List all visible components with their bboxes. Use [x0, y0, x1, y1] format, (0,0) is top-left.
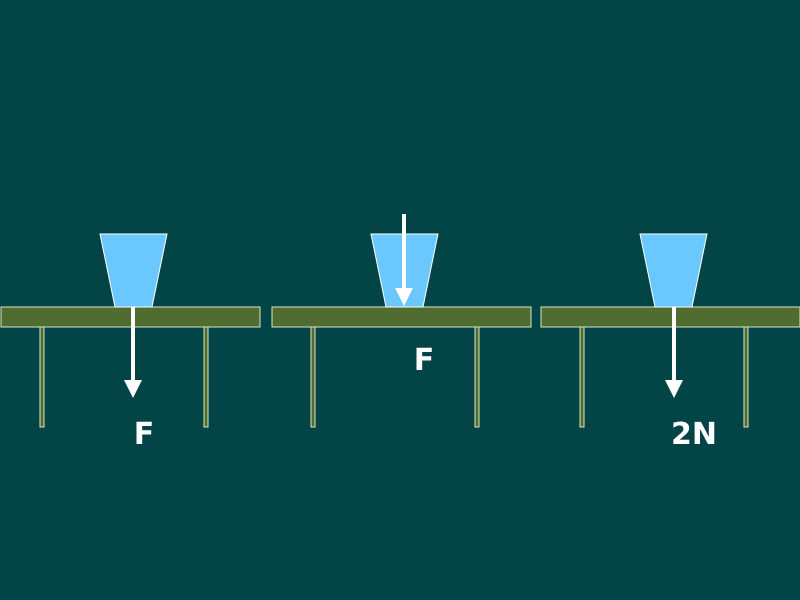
- table-leg-right: [743, 326, 749, 428]
- table-leg-left: [579, 326, 585, 428]
- panel-1: F: [0, 233, 261, 452]
- force-arrow-head: [395, 288, 413, 306]
- force-label: F: [134, 417, 155, 452]
- table-leg-right: [203, 326, 209, 428]
- cup: [99, 233, 168, 308]
- table-top: [271, 306, 532, 328]
- cup: [639, 233, 708, 308]
- table-leg-left: [39, 326, 45, 428]
- table-top: [540, 306, 800, 328]
- force-arrow-head: [124, 380, 142, 398]
- force-label: F: [414, 343, 435, 378]
- force-arrow-head: [665, 380, 683, 398]
- table-leg-right: [474, 326, 480, 428]
- panel-3: 2N: [540, 233, 800, 452]
- force-label: 2N: [671, 417, 717, 452]
- panel-2: F: [271, 214, 532, 428]
- table-top: [0, 306, 261, 328]
- table-leg-left: [310, 326, 316, 428]
